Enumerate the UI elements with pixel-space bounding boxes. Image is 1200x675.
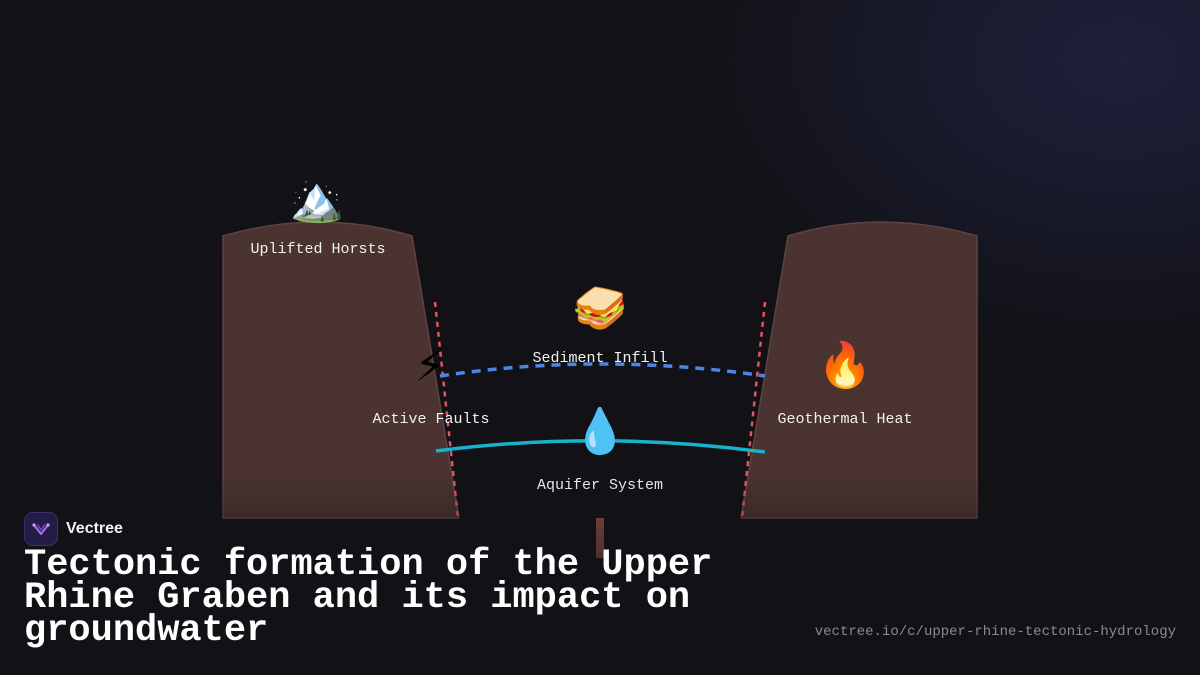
source-url[interactable]: vectree.io/c/upper-rhine-tectonic-hydrol… (814, 624, 1176, 640)
left-horst-block (222, 221, 460, 519)
fire-icon: 🔥 (817, 340, 873, 391)
vectree-logo-icon (24, 512, 58, 546)
aquifer-line (435, 439, 766, 454)
sandwich-icon: 🥪 (572, 283, 628, 334)
sediment-infill-label: Sediment Infill (532, 350, 668, 367)
droplet-icon: 💧 (572, 406, 628, 457)
mountain-icon: 🏔️ (289, 174, 345, 225)
sediment-infill-line (439, 362, 766, 378)
uplifted-horsts-label: Uplifted Horsts (250, 241, 386, 258)
aquifer-system-label: Aquifer System (536, 477, 664, 494)
page-title: Tectonic formation of the Upper Rhine Gr… (24, 544, 713, 652)
brand[interactable]: Vectree (24, 512, 123, 546)
active-faults-label: Active Faults (372, 411, 490, 428)
geothermal-heat-label: Geothermal Heat (777, 411, 913, 428)
right-horst-block (740, 221, 978, 519)
brand-name: Vectree (66, 520, 123, 537)
lightning-icon: ⚡ (414, 341, 446, 392)
